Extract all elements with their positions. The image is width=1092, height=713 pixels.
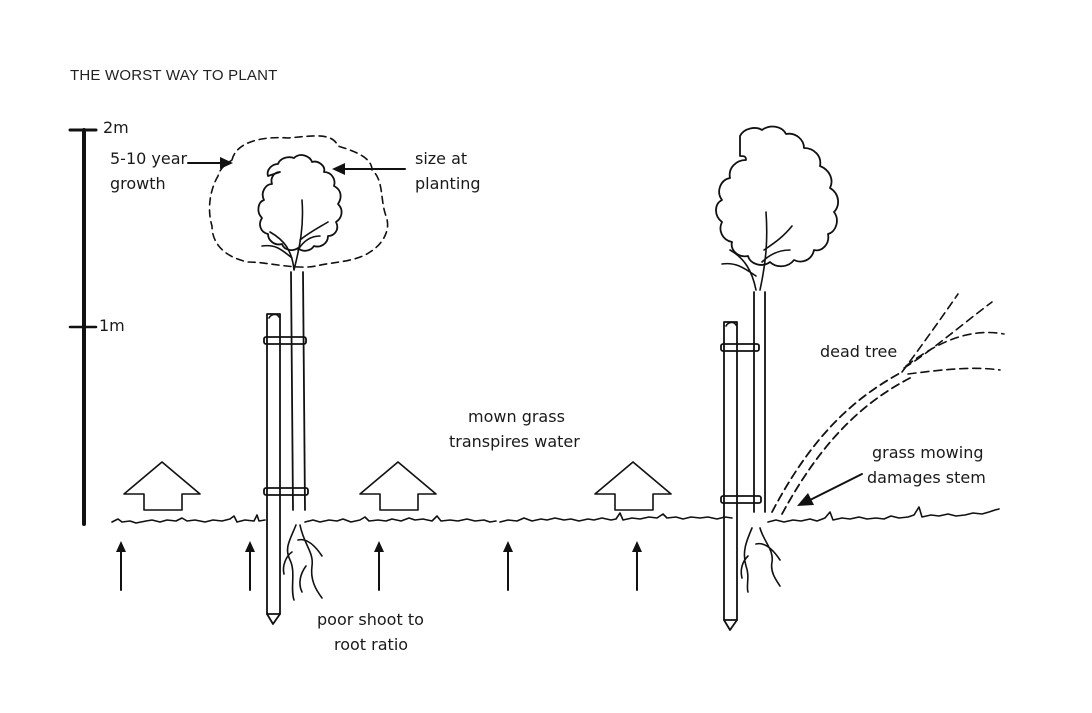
right-support-stake: [723, 321, 738, 621]
dead-tree-dashed: [771, 293, 1005, 515]
transpiration-arrows: [123, 461, 672, 511]
soil-water-arrows: [116, 541, 642, 591]
planting-canopy: [257, 154, 343, 252]
growth-pointer-arrow: [187, 157, 233, 169]
growth-label: 5-10 year growth: [110, 149, 192, 193]
left-tree: [208, 135, 389, 625]
scale-label-2m: 2m: [103, 118, 129, 137]
roots: [282, 524, 323, 601]
arrow-up-5: [632, 541, 642, 591]
arrow-up-1: [116, 541, 126, 591]
tree-tie-upper: [263, 336, 307, 345]
planting-size-label: size at planting: [415, 149, 481, 193]
mown-grass-label: mown grass transpires water: [449, 407, 580, 451]
diagram-title: THE WORST WAY TO PLANT: [70, 67, 278, 84]
mowing-damage-label: grass mowing damages stem: [867, 443, 989, 487]
open-arrow-2: [359, 461, 437, 511]
ground-grass-line: [111, 506, 1000, 524]
support-stake: [266, 313, 281, 615]
right-roots: [740, 527, 781, 593]
projected-growth-outline: [208, 135, 389, 268]
right-tree: [715, 125, 839, 631]
scale-label-1m: 1m: [99, 316, 125, 335]
open-arrow-3: [594, 461, 672, 511]
arrow-up-4: [503, 541, 513, 591]
open-arrow-1: [123, 461, 201, 511]
arrow-up-2: [245, 541, 255, 591]
right-tree-tie-lower: [720, 495, 762, 504]
root-ratio-label: poor shoot to root ratio: [317, 610, 429, 654]
mowing-pointer-arrow: [797, 473, 863, 506]
right-tree-canopy: [715, 125, 839, 268]
arrow-up-3: [374, 541, 384, 591]
dead-tree-label: dead tree: [820, 342, 897, 361]
right-tree-tie-upper: [720, 343, 760, 352]
height-scale-bar: [68, 128, 98, 526]
tree-tie-lower: [263, 487, 309, 496]
planting-pointer-arrow: [332, 163, 406, 175]
